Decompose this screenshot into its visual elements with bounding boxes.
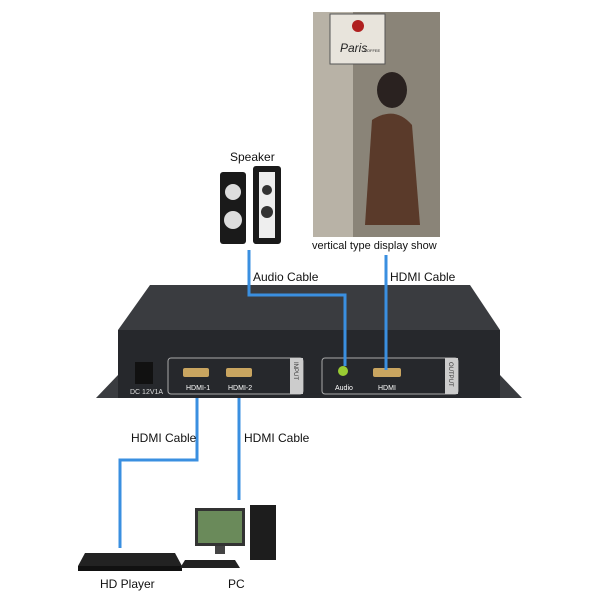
- hdmi1-cable-label: HDMI Cable: [131, 431, 197, 445]
- display-caption: vertical type display show: [312, 240, 437, 252]
- hd-player-label: HD Player: [100, 577, 155, 591]
- svg-text:DC 12V1A: DC 12V1A: [130, 389, 163, 396]
- hdmi-out-port: [373, 368, 401, 377]
- svg-text:Audio: Audio: [335, 385, 353, 392]
- svg-text:INPUT: INPUT: [292, 362, 298, 380]
- svg-text:Paris: Paris: [340, 41, 367, 55]
- pc-image: [180, 505, 276, 568]
- power-jack: [135, 362, 153, 384]
- audio-cable-label: Audio Cable: [253, 270, 319, 284]
- hdmi-output-cable-label: HDMI Cable: [390, 270, 456, 284]
- audio-port: [338, 366, 348, 376]
- svg-text:OUTPUT: OUTPUT: [447, 362, 453, 387]
- cables: [118, 250, 388, 548]
- hdmi2-port: [226, 368, 252, 377]
- svg-text:HDMI-1: HDMI-1: [186, 385, 210, 392]
- speaker-label: Speaker: [230, 150, 275, 164]
- audio-cable: [247, 250, 347, 366]
- hdmi1-port: [183, 368, 209, 377]
- vertical-display-image: Paris COFFEE: [313, 12, 440, 237]
- hdmi1-cable: [118, 398, 199, 548]
- svg-text:COFFEE: COFFEE: [364, 48, 381, 53]
- svg-text:HDMI: HDMI: [378, 385, 396, 392]
- svg-text:HDMI-2: HDMI-2: [228, 385, 252, 392]
- switcher-device: DC 12V1A INPUT HDMI-1 HDMI-2 OUTPUT Audi…: [96, 285, 522, 398]
- pc-label: PC: [228, 577, 245, 591]
- hd-player-image: [78, 553, 182, 571]
- hdmi2-cable-label: HDMI Cable: [244, 431, 310, 445]
- speaker-image: [220, 166, 281, 244]
